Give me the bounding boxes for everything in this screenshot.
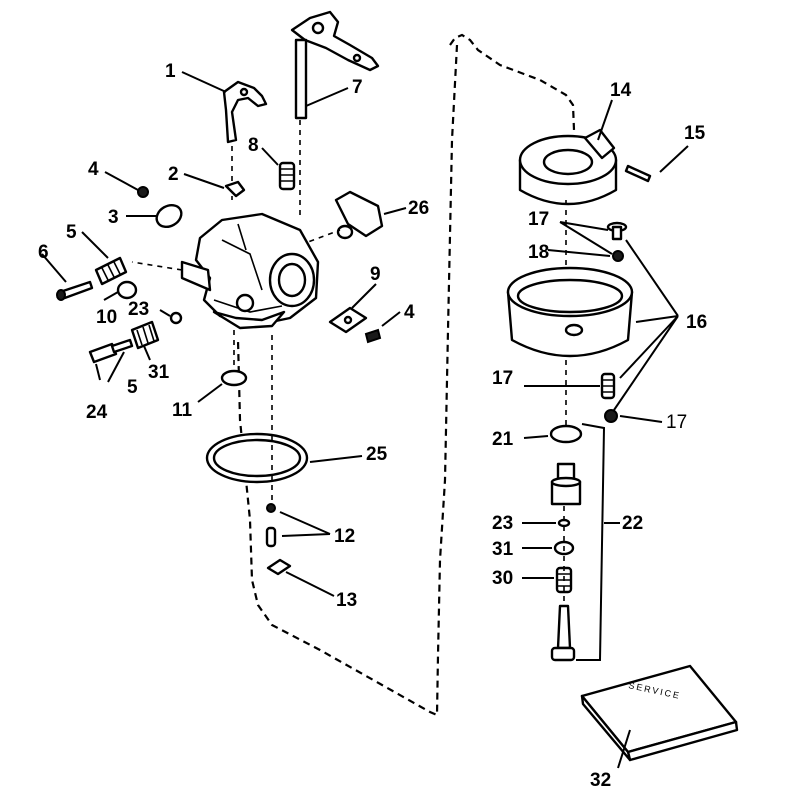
callout-26: 26 xyxy=(408,198,429,219)
callout-18: 18 xyxy=(528,242,549,263)
callout-12: 12 xyxy=(334,526,355,547)
part-16-float-bowl xyxy=(506,266,634,358)
part-11-plug xyxy=(220,369,248,387)
part-23-washer-left xyxy=(169,311,183,325)
callout-17: 17 xyxy=(528,209,549,230)
part-8-spring xyxy=(278,161,296,191)
part-17-screw-top xyxy=(606,221,628,241)
callout-17b: 17 xyxy=(492,368,513,389)
part-7-throttle-shaft xyxy=(290,10,380,120)
fuel-path-dashed-line xyxy=(236,33,576,717)
part-17-spring-middle xyxy=(600,372,616,400)
part-5-spring-upper xyxy=(94,256,128,286)
part-6-screw xyxy=(56,280,94,301)
part-26-fitting xyxy=(334,190,384,240)
callout-8: 8 xyxy=(248,135,259,156)
callout-3: 3 xyxy=(108,207,119,228)
callout-17c: 17 xyxy=(666,412,687,433)
callout-5b: 5 xyxy=(127,377,138,398)
part-22-bowl-nut xyxy=(550,462,582,506)
callout-31b: 31 xyxy=(492,539,514,560)
callout-2: 2 xyxy=(168,164,179,185)
part-10-o-ring xyxy=(116,280,138,300)
part-2-clip xyxy=(224,180,246,198)
callout-1: 1 xyxy=(165,61,176,82)
part-25-gasket xyxy=(205,432,309,484)
callout-4: 4 xyxy=(88,159,99,180)
callout-21: 21 xyxy=(492,429,514,450)
carburetor-body xyxy=(180,212,320,330)
callout-23b: 23 xyxy=(492,513,513,534)
callout-23: 23 xyxy=(128,299,149,320)
callout-32: 32 xyxy=(590,770,611,791)
callout-22: 22 xyxy=(622,513,643,534)
callout-10: 10 xyxy=(96,307,117,328)
callout-5: 5 xyxy=(66,222,77,243)
callout-14: 14 xyxy=(610,80,632,101)
callout-11: 11 xyxy=(172,400,193,421)
callout-25: 25 xyxy=(366,444,388,465)
part-12-pins xyxy=(265,503,277,548)
part-17-washer-bottom xyxy=(604,409,618,423)
callout-24: 24 xyxy=(86,402,108,423)
callout-16: 16 xyxy=(686,312,707,333)
part-32-service-card: SERVICE xyxy=(580,664,739,762)
part-4-screw-right xyxy=(364,328,382,344)
part-3-disc xyxy=(155,203,183,229)
part-9-plate xyxy=(328,306,368,334)
callout-7: 7 xyxy=(352,77,363,98)
callout-4b: 4 xyxy=(404,302,415,323)
part-14-float xyxy=(518,128,618,206)
bracket-22 xyxy=(576,423,606,661)
callout-31: 31 xyxy=(148,362,170,383)
part-15-pin xyxy=(624,164,652,183)
part-22-needle xyxy=(550,604,576,662)
callout-13: 13 xyxy=(336,590,357,611)
part-18-washer xyxy=(612,250,624,262)
callout-30: 30 xyxy=(492,568,513,589)
callout-6: 6 xyxy=(38,242,49,263)
part-24-needle xyxy=(88,338,134,364)
callout-9: 9 xyxy=(370,264,381,285)
part-1-choke-lever xyxy=(222,80,268,144)
part-21-o-ring xyxy=(549,424,583,444)
callout-15: 15 xyxy=(684,123,706,144)
part-4-screw-top xyxy=(137,186,149,198)
part-31-spring-left xyxy=(130,320,160,350)
part-13-clip xyxy=(266,558,292,576)
dash-26 xyxy=(299,229,341,246)
callouts: 1 7 8 4 2 3 26 5 6 9 4 10 23 31 5 24 11 … xyxy=(38,61,707,791)
dash-6 xyxy=(131,261,183,271)
leader-lines xyxy=(41,71,689,769)
